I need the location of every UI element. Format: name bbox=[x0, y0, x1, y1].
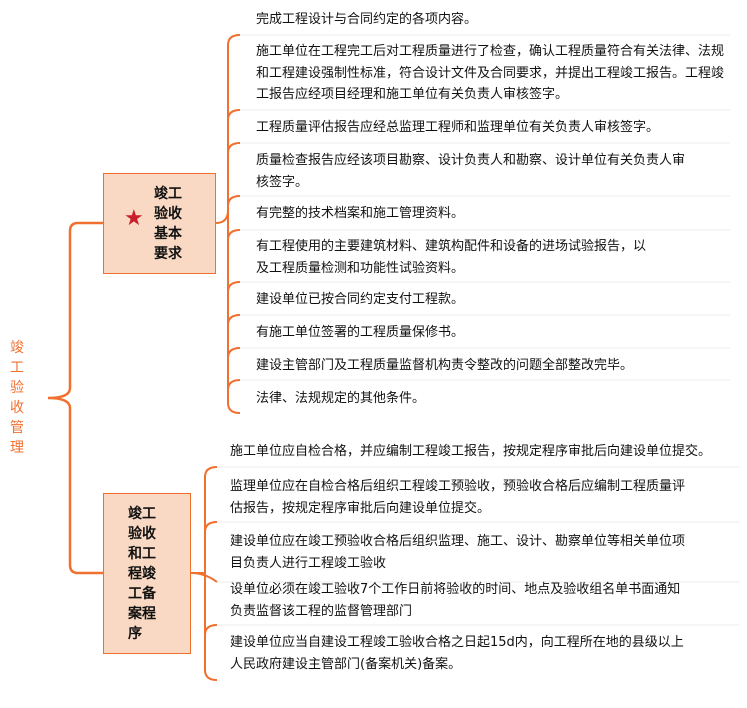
list-item: 设单位必须在竣工验收7个工作日前将验收的时间、地点及验收组名单书面通知负责监督该… bbox=[230, 582, 681, 619]
list-item: 有施工单位签署的工程质量保修书。 bbox=[256, 325, 465, 340]
list-item: 施工单位应自检合格，并应编制工程竣工报告，按规定程序审批后向建设单位提交。 bbox=[230, 444, 712, 459]
star-icon: ★ bbox=[124, 206, 144, 231]
branch2-bracket bbox=[190, 466, 218, 681]
list-item: 有完整的技术档案和施工管理资料。 bbox=[256, 206, 465, 221]
list-item: 建设单位应在竣工预验收合格后组织监理、施工、设计、勘察单位等相关单位项目负责人进… bbox=[230, 534, 686, 571]
list-item: 工程质量评估报告应经总监理工程师和监理单位有关负责人审核签字。 bbox=[256, 120, 660, 135]
root-bracket bbox=[47, 221, 103, 575]
branch-label: 竣工验收和工程竣工备案程序 bbox=[128, 506, 156, 642]
list-item: 有工程使用的主要建筑材料、建筑构配件和设备的进场试验报告，以及工程质量检测和功能… bbox=[256, 239, 647, 276]
root-node: 竣工验收管理 bbox=[10, 340, 24, 456]
list-item: 完成工程设计与合同约定的各项内容。 bbox=[256, 12, 478, 27]
branch1-bracket bbox=[215, 34, 241, 224]
list-item: 监理单位应在自检合格后组织工程竣工预验收，预验收合格后应编制工程质量评估报告，按… bbox=[230, 479, 686, 516]
list-item: 质量检查报告应经该项目勘察、设计负责人和勘察、设计单位有关负责人审核签字。 bbox=[256, 153, 686, 190]
list-item: 建设单位已按合同约定支付工程款。 bbox=[256, 292, 465, 307]
list-item: 法律、法规规定的其他条件。 bbox=[256, 391, 426, 406]
branch-node-basic-requirements: ★ 竣工验收基本要求 bbox=[103, 173, 216, 274]
branch-label: 竣工验收基本要求 bbox=[154, 186, 182, 262]
list-item: 建设单位应当自建设工程竣工验收合格之日起15d内，向工程所在地的县级以上人民政府… bbox=[230, 635, 684, 672]
list-item: 建设主管部门及工程质量监督机构责令整改的问题全部整改完毕。 bbox=[256, 358, 634, 373]
branch-node-procedure: 竣工验收和工程竣工备案程序 bbox=[103, 493, 191, 654]
list-item: 施工单位在工程完工后对工程质量进行了检查，确认工程质量符合有关法律、法规和工程建… bbox=[256, 44, 725, 102]
